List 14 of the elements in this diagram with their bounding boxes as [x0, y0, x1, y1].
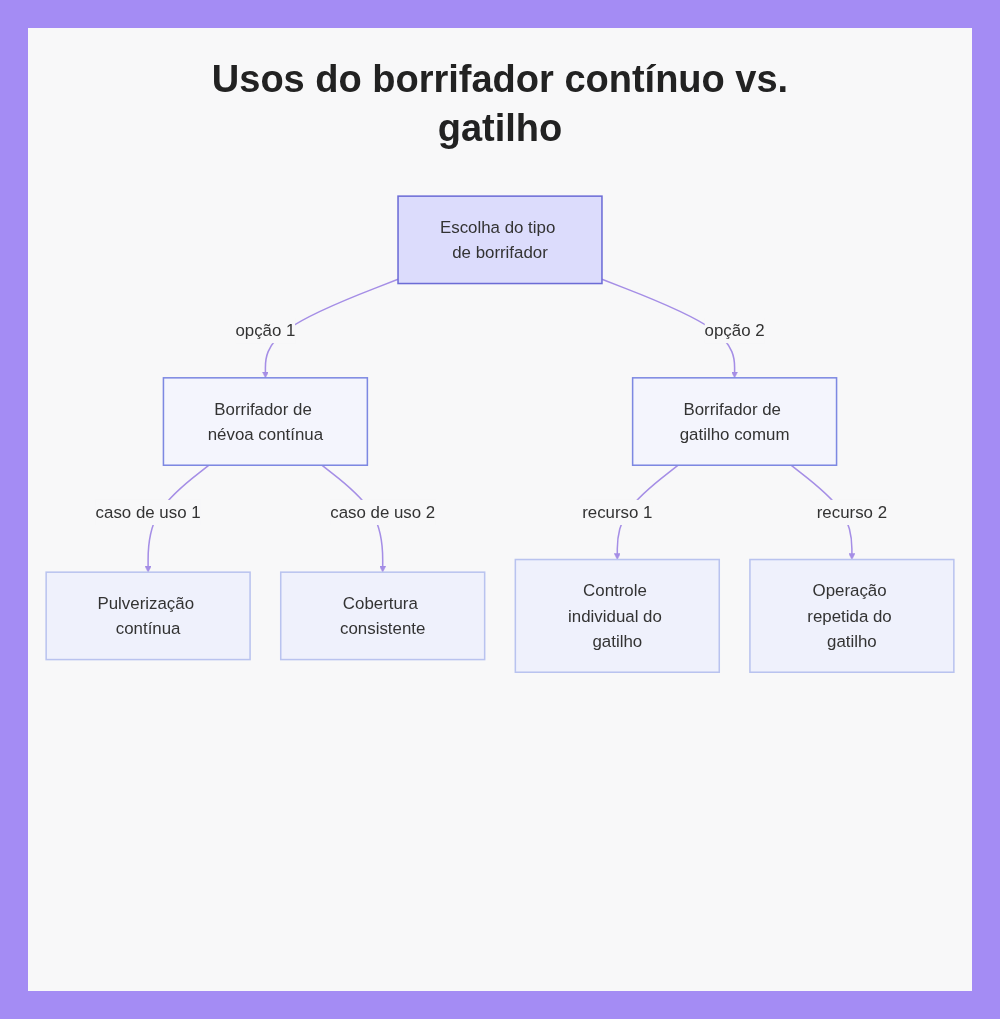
node-box: Cobertura consistente — [279, 571, 486, 661]
edge-label: recurso 1 — [582, 502, 653, 522]
node-box: Borrifador de névoa contínua — [162, 377, 369, 466]
edge-label: opção 2 — [704, 321, 765, 341]
edge-label: caso de uso 1 — [95, 502, 201, 522]
node-box: Pulverização contínua — [45, 571, 251, 661]
diagram-title: Usos do borrifador contínuo vs. gatilho — [210, 57, 790, 152]
edge-label: opção 1 — [235, 321, 296, 341]
node-box: Escolha do tipo de borrifador — [397, 195, 603, 285]
node-box: Operação repetida do gatilho — [749, 558, 955, 673]
node-box: Controle individual do gatilho — [514, 558, 721, 673]
node-box: Borrifador de gatilho comum — [631, 377, 838, 466]
edge-label: caso de uso 2 — [330, 502, 436, 522]
edge-label: recurso 2 — [816, 502, 888, 522]
